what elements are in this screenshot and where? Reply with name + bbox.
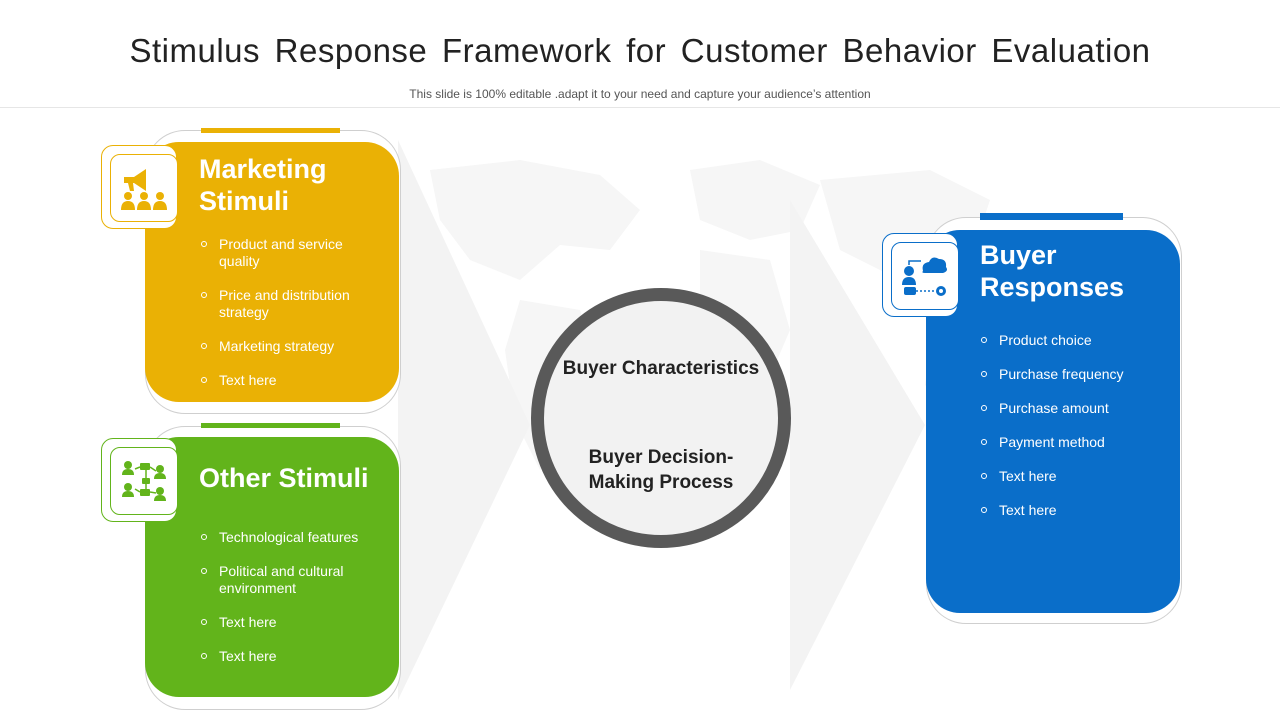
chevron-arrows [398,140,925,700]
list-item: Purchase amount [981,400,1124,417]
card-accent-bar [980,213,1123,220]
card-title: Buyer Responses [980,240,1125,302]
card-title: Other Stimuli [199,463,369,493]
card-title: Marketing Stimuli [199,154,327,216]
list-item: Product and service quality [201,236,359,270]
cloud-user-icon [891,242,959,310]
card-accent-bar [201,128,340,133]
list-item: Marketing strategy [201,338,359,355]
buyer-characteristics-label: Buyer Characteristics [562,358,760,379]
list-item: Product choice [981,332,1124,349]
bullet-list: Product and service quality Price and di… [201,236,359,389]
megaphone-audience-icon [110,154,178,222]
list-item: Political and cultural environment [201,563,359,597]
header-divider [0,107,1280,108]
list-item: Purchase frequency [981,366,1124,383]
list-item: Text here [201,614,359,631]
bullet-list: Product choice Purchase frequency Purcha… [981,332,1124,519]
list-item: Technological features [201,529,359,546]
bullet-list: Technological features Political and cul… [201,529,359,665]
list-item: Price and distribution strategy [201,287,359,321]
list-item: Text here [981,468,1124,485]
icon-frame [101,438,178,522]
card-accent-bar [201,423,340,428]
list-item: Payment method [981,434,1124,451]
list-item: Text here [201,372,359,389]
card-body: Marketing Stimuli Product and service qu… [145,142,399,402]
background-decoration [398,140,990,700]
list-item: Text here [201,648,359,665]
people-network-icon [110,447,178,515]
slide-subtitle: This slide is 100% editable .adapt it to… [409,87,871,101]
buyer-decision-process-label: Buyer Decision-Making Process [588,447,734,493]
icon-frame [101,145,178,229]
buyer-black-box-circle: Buyer Characteristics Buyer Decision-Mak… [531,288,791,548]
list-item: Text here [981,502,1124,519]
card-body: Other Stimuli Technological features Pol… [145,437,399,697]
slide-title: Stimulus Response Framework for Customer… [129,32,1151,69]
card-body: Buyer Responses Product choice Purchase … [926,230,1180,613]
icon-frame [882,233,959,317]
